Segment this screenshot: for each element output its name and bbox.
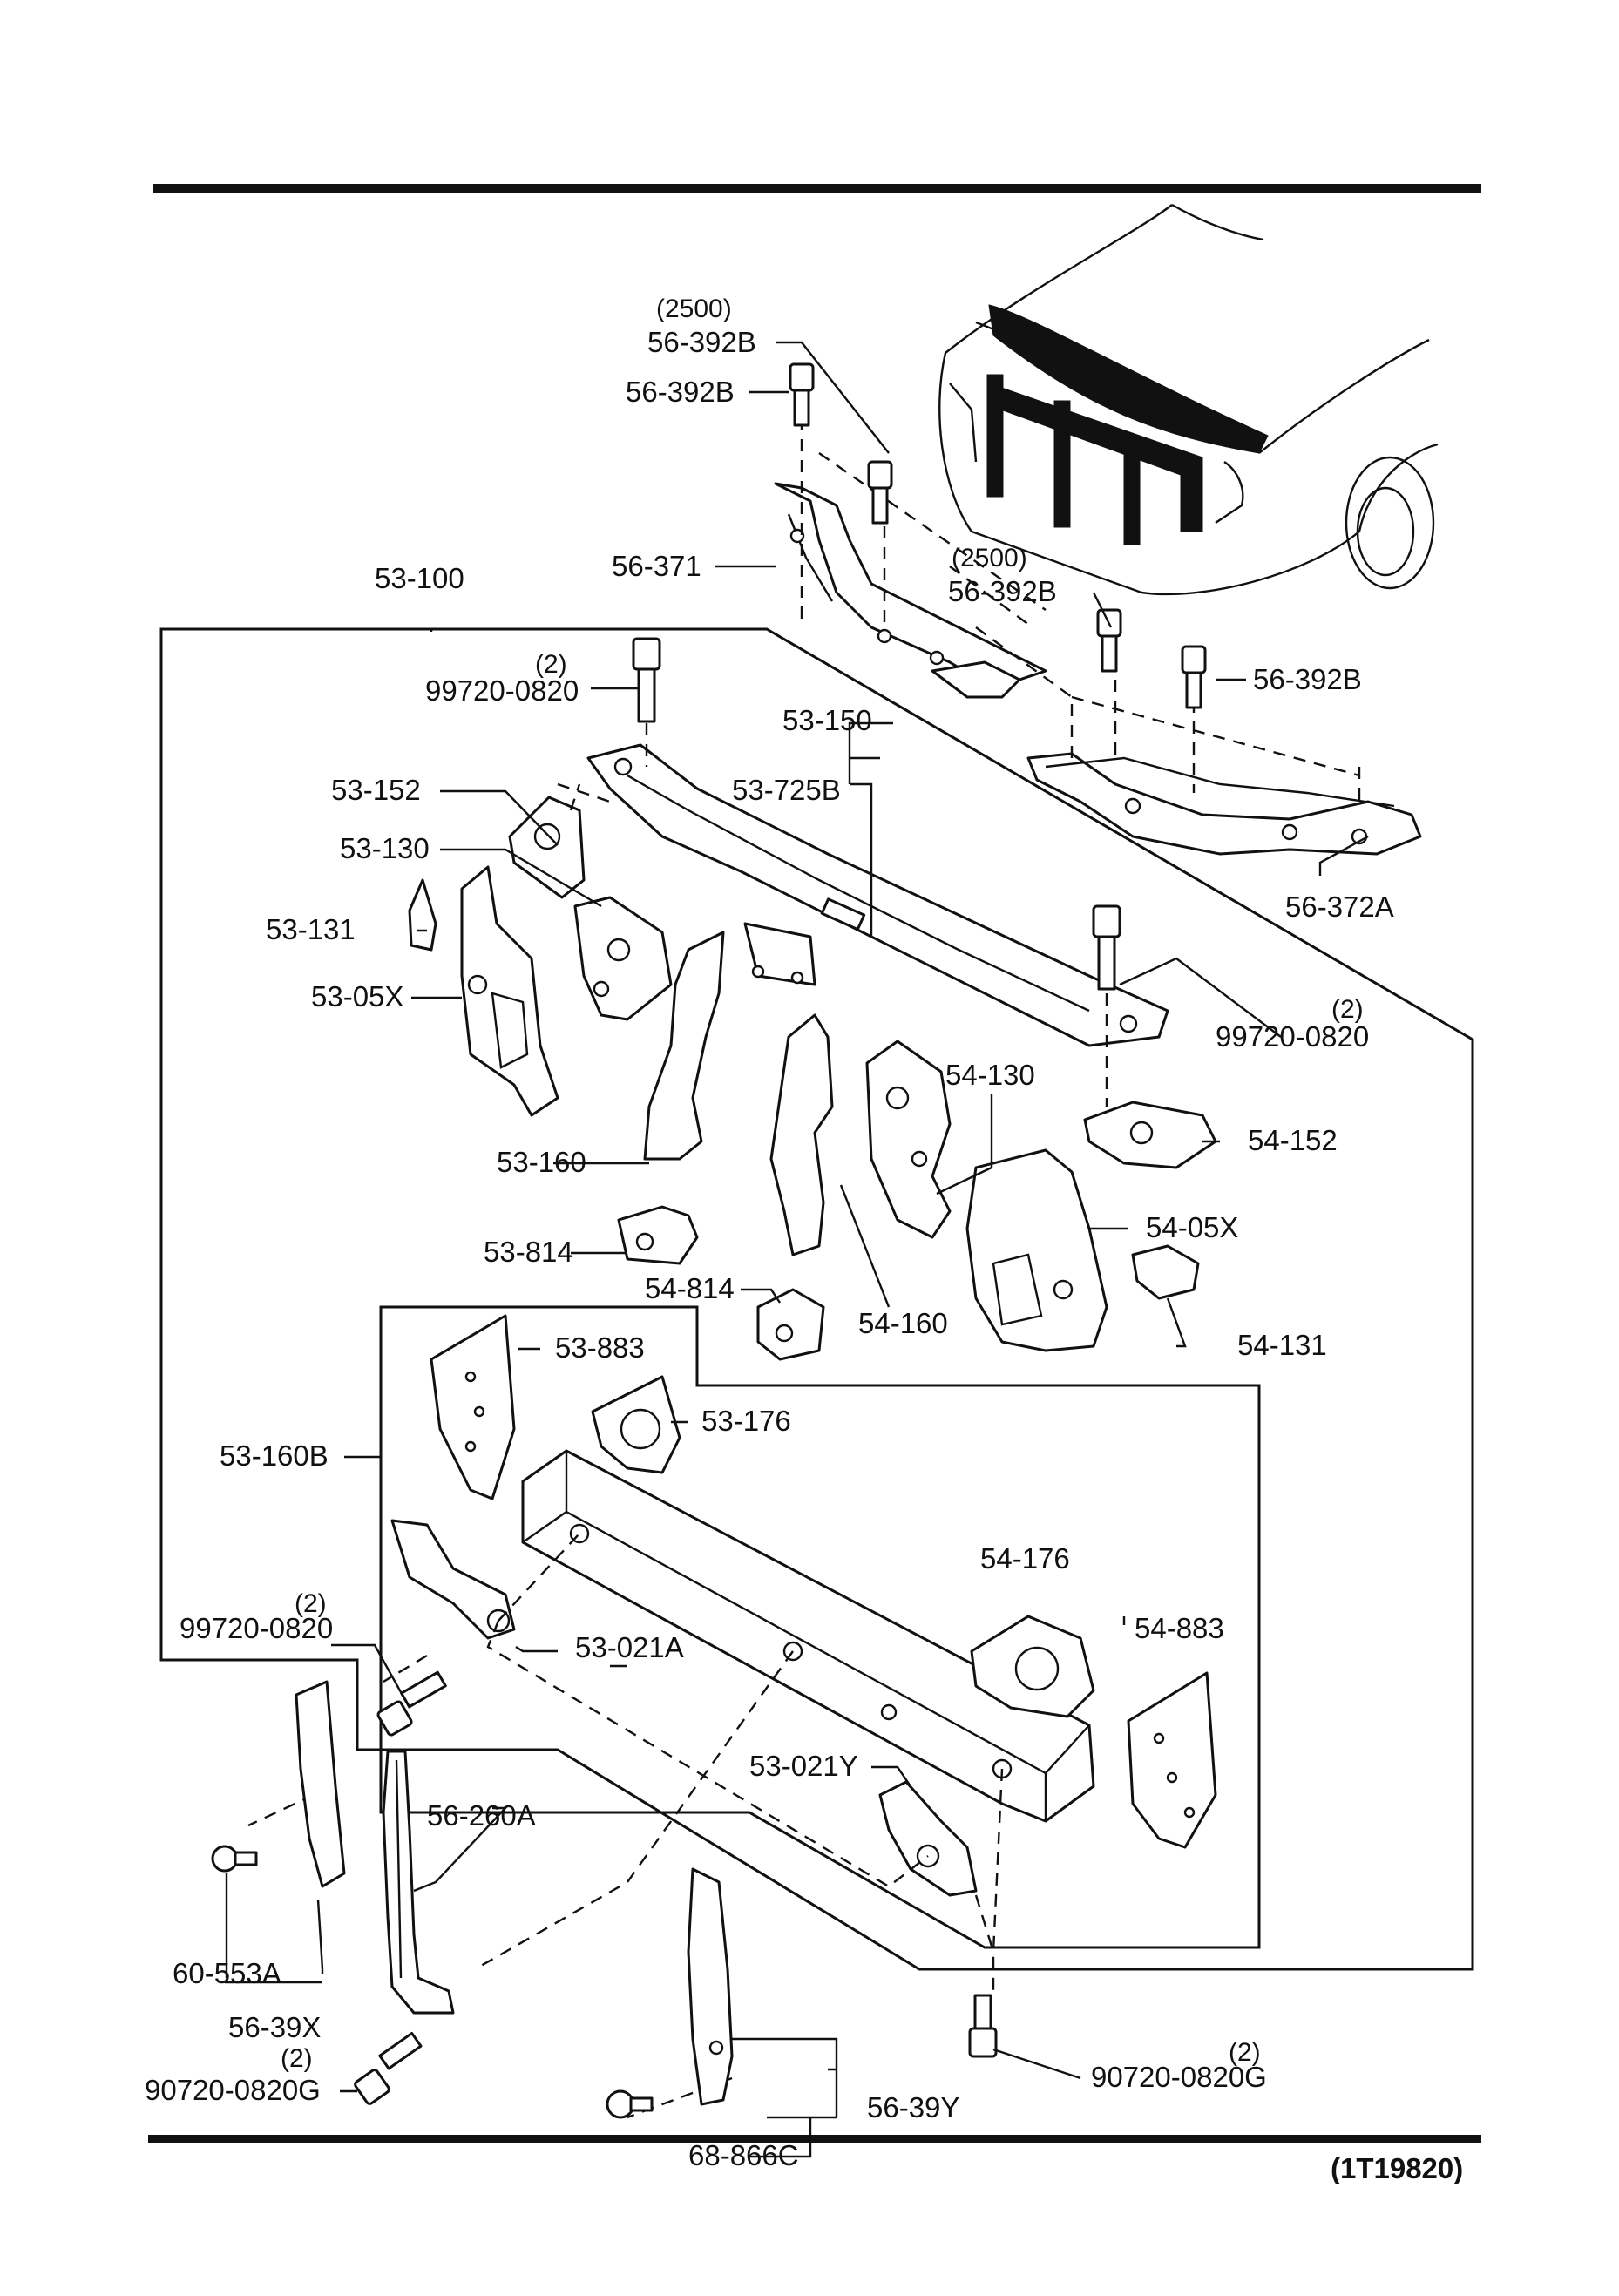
seal-56-39Y bbox=[687, 1867, 734, 2106]
bolt-99720-0820-left bbox=[376, 1670, 447, 1737]
seal-56-39X bbox=[295, 1680, 346, 1888]
bracket-53-130 bbox=[573, 896, 673, 1021]
bolt-56-392B-1 bbox=[789, 362, 815, 427]
radiator-cover-56-372A bbox=[1026, 752, 1422, 856]
label-99720-0820-left: 99720-0820 bbox=[180, 1612, 333, 1644]
qty-2-bolt-br: (2) bbox=[1229, 2038, 1261, 2067]
guide-lines-lower bbox=[247, 1533, 1004, 2119]
label-53-160: 53-160 bbox=[497, 1146, 586, 1178]
label-54-130: 54-130 bbox=[945, 1059, 1035, 1091]
bracket-54-131 bbox=[1131, 1244, 1200, 1300]
fastener-guide-lines-top bbox=[800, 418, 1361, 806]
qty-2500-mid: (2500) bbox=[952, 544, 1027, 572]
group-boundary-53-160B bbox=[379, 1305, 1261, 1949]
bolt-99720-0820-top bbox=[632, 637, 661, 723]
label-56-392B-a: 56-392B bbox=[647, 326, 756, 358]
guide-53-152 bbox=[557, 782, 611, 811]
label-53-152: 53-152 bbox=[331, 774, 421, 806]
cover-54-176 bbox=[970, 1615, 1095, 1718]
label-53-814: 53-814 bbox=[484, 1236, 573, 1268]
side-panel-54-05X bbox=[965, 1148, 1108, 1352]
label-53-883: 53-883 bbox=[555, 1331, 645, 1364]
brace-56-260A bbox=[382, 1750, 455, 2015]
label-68-866C: 68-866C bbox=[688, 2139, 799, 2171]
label-53-131: 53-131 bbox=[266, 913, 356, 945]
reference-code: (1T19820) bbox=[1331, 2152, 1463, 2184]
bolt-90720-0820G-left bbox=[354, 2031, 423, 2105]
assembly-boundary-53-100 bbox=[159, 627, 1474, 1971]
label-56-39Y: 56-39Y bbox=[867, 2091, 959, 2123]
upper-member-53-150 bbox=[586, 743, 1169, 1047]
vehicle-front-illustration bbox=[938, 203, 1439, 596]
label-54-160: 54-160 bbox=[858, 1307, 948, 1339]
qty-2500-top: (2500) bbox=[656, 295, 732, 323]
bracket-53-152 bbox=[508, 796, 586, 899]
bracket-53-814 bbox=[617, 1205, 699, 1265]
qty-2-bolt-right: (2) bbox=[1331, 995, 1364, 1024]
qty-2-bolt-top: (2) bbox=[535, 650, 567, 679]
label-56-392B-d: 56-392B bbox=[1253, 663, 1362, 695]
label-53-150: 53-150 bbox=[782, 704, 872, 736]
label-53-100: 53-100 bbox=[375, 562, 464, 594]
label-53-160B: 53-160B bbox=[220, 1439, 329, 1472]
label-56-39X: 56-39X bbox=[228, 2011, 321, 2043]
stay-54-160 bbox=[769, 1013, 834, 1256]
label-53-05X: 53-05X bbox=[311, 980, 403, 1013]
stay-53-160 bbox=[643, 931, 725, 1161]
side-panel-53-05X bbox=[460, 865, 559, 1117]
bracket-53-021Y bbox=[878, 1780, 978, 1897]
bracket-53-131 bbox=[408, 878, 437, 952]
clip-68-866C bbox=[606, 2089, 654, 2119]
lower-cross-member bbox=[521, 1449, 1095, 1823]
bolt-56-392B-2 bbox=[867, 460, 893, 525]
label-54-883: 54-883 bbox=[1135, 1612, 1224, 1644]
label-53-176: 53-176 bbox=[701, 1405, 791, 1437]
bottom-rule bbox=[148, 2135, 1481, 2143]
qty-2-bolt-left: (2) bbox=[295, 1589, 327, 1618]
bracket-54-152 bbox=[1083, 1101, 1217, 1169]
label-90720-0820G-right: 90720-0820G bbox=[1091, 2061, 1267, 2093]
bolt-56-392B-3 bbox=[1096, 608, 1122, 673]
plate-53-883 bbox=[430, 1314, 516, 1500]
label-56-372A: 56-372A bbox=[1285, 891, 1394, 923]
cover-53-176 bbox=[591, 1375, 681, 1474]
bolt-56-392B-4 bbox=[1181, 645, 1207, 709]
label-53-725B: 53-725B bbox=[732, 774, 841, 806]
label-53-021A: 53-021A bbox=[575, 1631, 684, 1663]
label-53-130: 53-130 bbox=[340, 832, 430, 864]
bolt-90720-0820G-right bbox=[968, 1994, 998, 2058]
bolt-99720-0820-right bbox=[1092, 904, 1121, 991]
label-60-553A: 60-553A bbox=[173, 1957, 281, 1989]
plate-54-883 bbox=[1127, 1671, 1217, 1849]
bracket-53-021A bbox=[390, 1519, 516, 1640]
upper-shroud-56-371 bbox=[774, 482, 1047, 699]
bracket-54-130 bbox=[865, 1040, 952, 1239]
qty-2-bolt-bl: (2) bbox=[281, 2044, 313, 2073]
part-labels: (2500) 56-392B 56-392B 56-371 (2500) 56-… bbox=[145, 295, 1463, 2184]
label-54-05X: 54-05X bbox=[1146, 1211, 1238, 1243]
label-56-371: 56-371 bbox=[612, 550, 701, 582]
bracket-54-814 bbox=[756, 1288, 825, 1361]
label-56-260A: 56-260A bbox=[427, 1799, 536, 1832]
bracket-53-725B bbox=[743, 922, 816, 986]
clip-60-553A bbox=[211, 1845, 258, 1873]
label-99720-0820-right: 99720-0820 bbox=[1216, 1020, 1369, 1053]
label-56-392B-c: 56-392B bbox=[948, 575, 1057, 607]
label-54-814: 54-814 bbox=[645, 1272, 735, 1304]
label-90720-0820G-left: 90720-0820G bbox=[145, 2074, 321, 2106]
label-54-152: 54-152 bbox=[1248, 1124, 1338, 1156]
leader-lines bbox=[225, 341, 1369, 2158]
top-rule bbox=[153, 184, 1481, 193]
label-54-131: 54-131 bbox=[1237, 1329, 1327, 1361]
label-99720-0820-top: 99720-0820 bbox=[425, 674, 579, 707]
label-54-176: 54-176 bbox=[980, 1542, 1070, 1575]
label-53-021Y: 53-021Y bbox=[749, 1750, 858, 1782]
label-56-392B-b: 56-392B bbox=[626, 376, 735, 408]
